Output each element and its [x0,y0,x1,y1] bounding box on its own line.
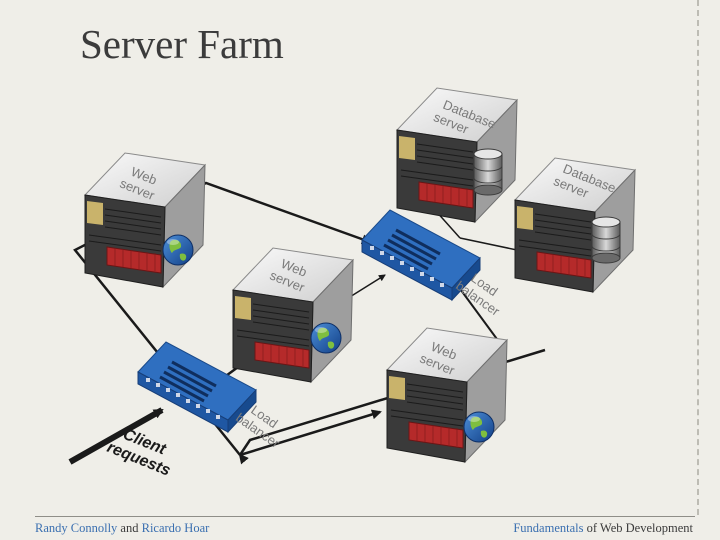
database-server-top: Database server [396,87,518,223]
client-requests-label: Client requests [104,422,179,479]
slide-title: Server Farm [80,21,284,67]
web-server-mid: Web server [232,247,354,383]
footer-authors: Randy Connolly and Ricardo Hoar [35,521,209,536]
author-separator: and [117,521,142,535]
load-balancer-upper: Load balancer [360,208,503,319]
server-farm-diagram: Database server Database server Web serv… [68,87,636,480]
globe-icon [310,322,342,354]
database-icon [591,216,621,264]
web-server-bottom: Web server [386,327,508,463]
globe-icon [162,234,194,266]
database-server-right: Database server [514,157,636,293]
author-2: Ricardo Hoar [141,521,210,535]
book-title-part-2: of Web Development [583,521,693,535]
author-1: Randy Connolly [35,521,118,535]
globe-icon [463,411,495,443]
database-icon [473,148,503,196]
web-server-left: Web server [84,152,206,288]
slide-edge-rule [697,0,699,515]
footer-divider [35,516,695,517]
book-title-part-1: Fundamentals [513,521,584,535]
footer-book-title: Fundamentals of Web Development [513,521,693,536]
